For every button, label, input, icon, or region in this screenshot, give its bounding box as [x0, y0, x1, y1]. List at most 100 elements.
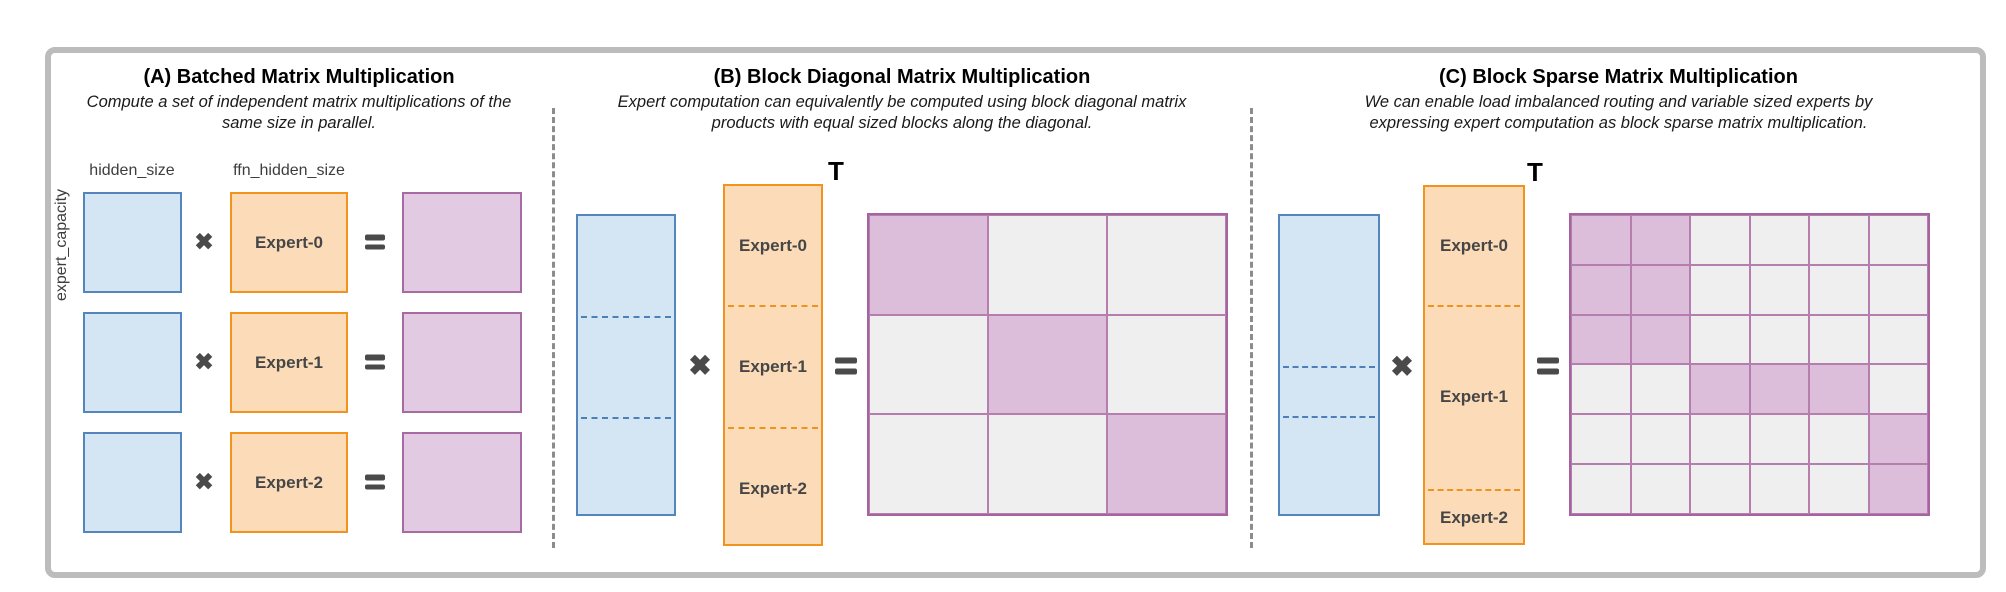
hidden-size-label: hidden_size: [89, 162, 175, 179]
result-block-empty: [1809, 464, 1869, 514]
equals-icon: [365, 351, 385, 374]
result-block-filled: [1868, 464, 1928, 514]
transpose-superscript: T: [1527, 157, 1543, 187]
variable-size-weight-matrix: Expert-0 Expert-1 Expert-2: [1423, 185, 1525, 545]
result-block-empty: [988, 215, 1107, 315]
result-block-empty: [1690, 464, 1750, 514]
result-block-empty: [1571, 364, 1631, 415]
expert-segment: Expert-1: [738, 357, 808, 376]
batched-row-0: ✖ Expert-0: [45, 192, 553, 293]
block-divider: [581, 417, 671, 419]
output-matrix: [402, 312, 522, 413]
block-divider: [1283, 416, 1375, 418]
result-block-empty: [1630, 364, 1690, 415]
expert-label: Expert-1: [254, 352, 324, 372]
transpose-superscript: T: [828, 156, 844, 186]
result-block-filled: [1690, 364, 1750, 415]
result-block-empty: [1809, 414, 1869, 465]
panel-separator-a-b: [552, 108, 555, 548]
block-divider: [728, 427, 818, 429]
batched-row-1: ✖ Expert-1: [45, 312, 553, 413]
ffn-hidden-size-label: ffn_hidden_size: [233, 162, 345, 179]
result-block-empty: [1868, 264, 1928, 315]
batched-row-2: ✖ Expert-2: [45, 432, 553, 533]
result-block-empty: [1630, 414, 1690, 465]
expert-weight-matrix: Expert-0: [230, 192, 348, 293]
result-block-filled: [1630, 314, 1690, 365]
result-block-empty: [1749, 314, 1809, 365]
result-block-empty: [1868, 314, 1928, 365]
panel-c-subtitle: We can enable load imbalanced routing an…: [1364, 93, 1873, 132]
block-sparse-result-grid: [1569, 213, 1930, 516]
input-matrix: [83, 192, 182, 293]
panel-separator-b-c: [1250, 108, 1253, 548]
expert-weight-matrix: Expert-1: [230, 312, 348, 413]
multiply-icon: ✖: [194, 468, 214, 495]
result-block-empty: [1749, 215, 1809, 265]
input-matrix: [83, 432, 182, 533]
result-block-filled: [1630, 215, 1690, 265]
result-block-empty: [1571, 464, 1631, 514]
result-block-empty: [1749, 414, 1809, 465]
result-block-empty: [869, 414, 988, 514]
result-block-empty: [1690, 414, 1750, 465]
result-block-empty: [869, 314, 988, 415]
multiply-icon: ✖: [688, 350, 712, 381]
multiply-icon: ✖: [194, 348, 214, 375]
result-block-filled: [869, 215, 988, 315]
block-divider: [728, 305, 818, 307]
result-block-empty: [1868, 364, 1928, 415]
output-matrix: [402, 192, 522, 293]
result-block-filled: [1107, 414, 1226, 514]
result-block-filled: [1571, 215, 1631, 265]
block-divider: [581, 316, 671, 318]
output-matrix: [402, 432, 522, 533]
panel-b-title: (B) Block Diagonal Matrix Multiplication: [713, 66, 1091, 88]
expert-segment: Expert-2: [1439, 508, 1509, 527]
equals-icon: [1537, 353, 1559, 380]
panel-b-subtitle: Expert computation can equivalently be c…: [617, 93, 1187, 132]
result-block-empty: [1809, 264, 1869, 315]
block-divider: [1283, 366, 1375, 368]
equals-icon: [835, 353, 857, 380]
result-block-empty: [1107, 215, 1226, 315]
result-block-filled: [1809, 364, 1869, 415]
equals-icon: [365, 231, 385, 254]
expert-label: Expert-0: [254, 232, 324, 252]
block-diagonal-weight-matrix: Expert-0 Expert-1 Expert-2: [723, 184, 823, 546]
result-block-empty: [1690, 314, 1750, 365]
equals-icon: [365, 471, 385, 494]
result-block-filled: [1630, 264, 1690, 315]
expert-segment: Expert-0: [1439, 236, 1509, 255]
result-block-filled: [988, 314, 1107, 415]
result-block-filled: [1868, 414, 1928, 465]
expert-label: Expert-2: [254, 472, 324, 492]
expert-segment: Expert-0: [738, 236, 808, 255]
result-block-empty: [1690, 215, 1750, 265]
result-block-empty: [1809, 314, 1869, 365]
panel-c-title: (C) Block Sparse Matrix Multiplication: [1439, 66, 1798, 88]
result-block-filled: [1749, 364, 1809, 415]
stacked-input-matrix: [576, 214, 676, 516]
result-block-empty: [1749, 264, 1809, 315]
result-block-empty: [1690, 264, 1750, 315]
block-diagonal-result-grid: [867, 213, 1228, 516]
stacked-input-matrix: [1278, 214, 1380, 516]
block-divider: [1428, 489, 1520, 491]
panel-a-subtitle: Compute a set of independent matrix mult…: [86, 93, 512, 132]
result-block-empty: [1571, 414, 1631, 465]
result-block-empty: [1868, 215, 1928, 265]
expert-segment: Expert-1: [1439, 387, 1509, 406]
expert-segment: Expert-2: [738, 479, 808, 498]
expert-weight-matrix: Expert-2: [230, 432, 348, 533]
input-matrix: [83, 312, 182, 413]
result-block-empty: [1809, 215, 1869, 265]
result-block-filled: [1571, 264, 1631, 315]
result-block-empty: [988, 414, 1107, 514]
block-divider: [1428, 305, 1520, 307]
result-block-empty: [1630, 464, 1690, 514]
multiply-icon: ✖: [1390, 351, 1414, 382]
result-block-empty: [1749, 464, 1809, 514]
multiply-icon: ✖: [194, 228, 214, 255]
